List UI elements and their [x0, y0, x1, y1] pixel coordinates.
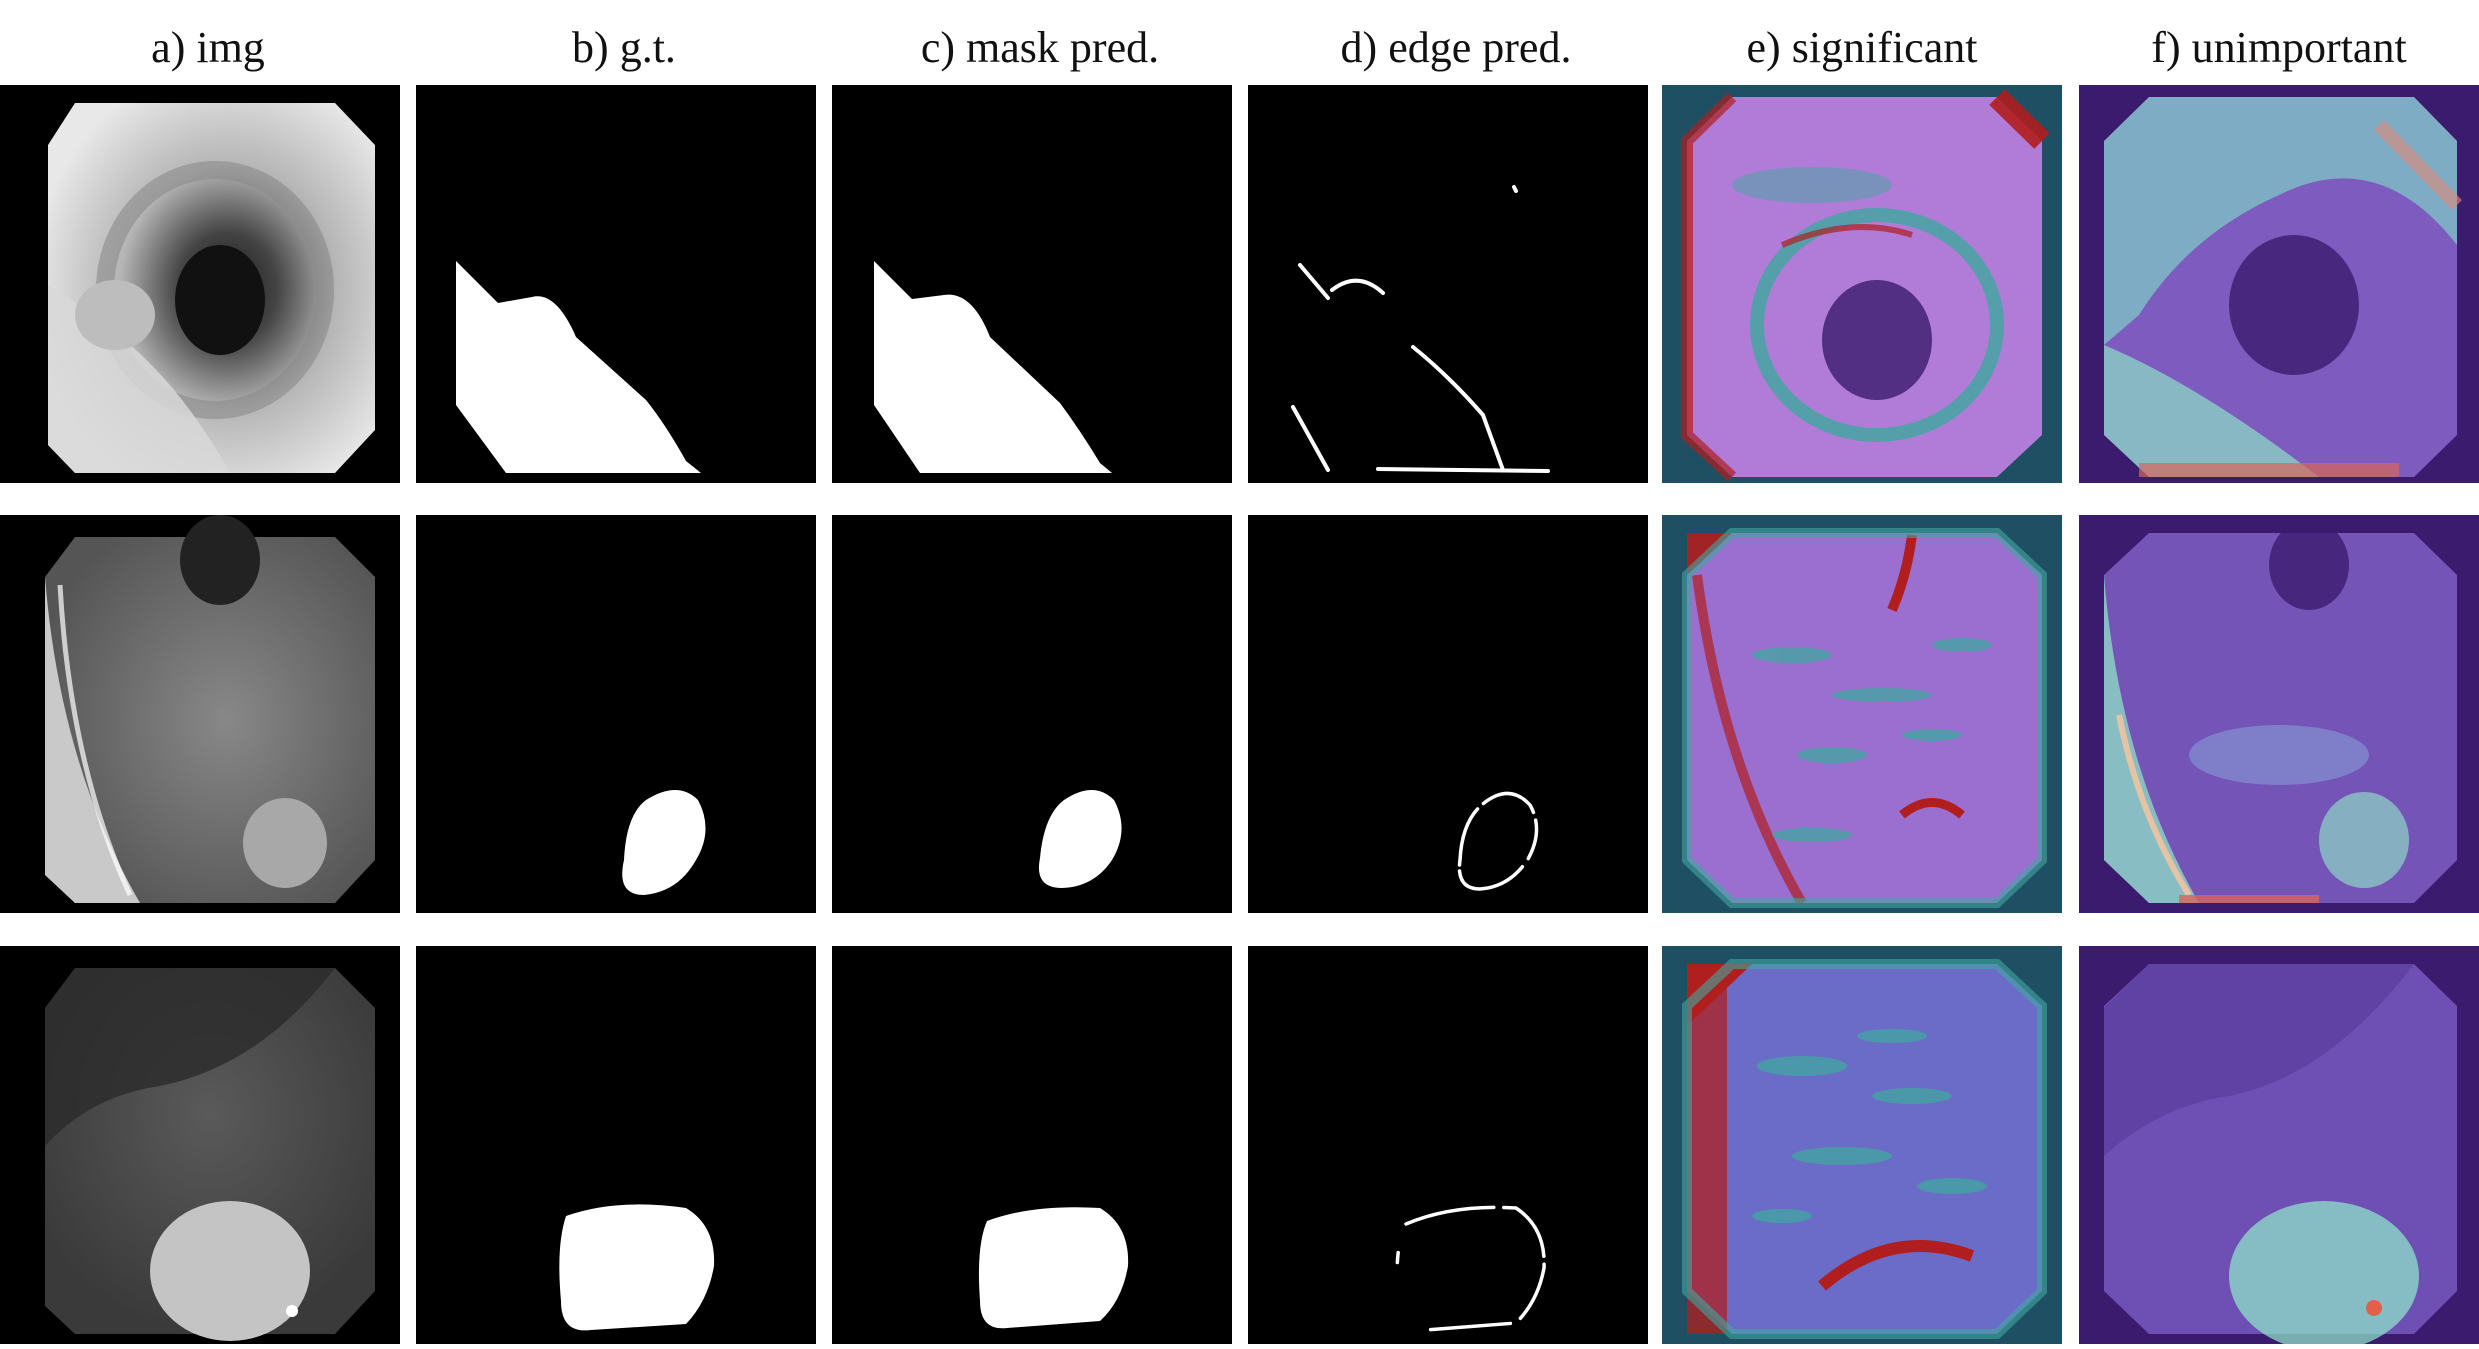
title-edge: d) edge pred.	[1340, 23, 1572, 72]
title-unimportant: f) unimportant	[2151, 23, 2407, 72]
title-img: a) img	[151, 23, 265, 72]
row2-significant	[1662, 515, 2062, 913]
row2-gt	[416, 515, 816, 913]
row1-significant	[1662, 85, 2062, 483]
title-gt: b) g.t.	[572, 23, 676, 72]
title-mask: c) mask pred.	[920, 23, 1160, 72]
row2-edge	[1248, 515, 1648, 913]
row3-significant	[1662, 946, 2062, 1344]
title-significant: e) significant	[1746, 23, 1978, 72]
row3-unimportant	[2079, 946, 2479, 1344]
row2-mask	[832, 515, 1232, 913]
row3-mask	[832, 946, 1232, 1344]
row1-unimportant	[2079, 85, 2479, 483]
row3-img	[0, 946, 400, 1344]
row1-gt	[416, 85, 816, 483]
row1-img	[0, 85, 400, 483]
row2-img	[0, 515, 400, 913]
row3-edge	[1248, 946, 1648, 1344]
row1-edge	[1248, 85, 1648, 483]
row3-gt	[416, 946, 816, 1344]
row1-mask	[832, 85, 1232, 483]
row2-unimportant	[2079, 515, 2479, 913]
